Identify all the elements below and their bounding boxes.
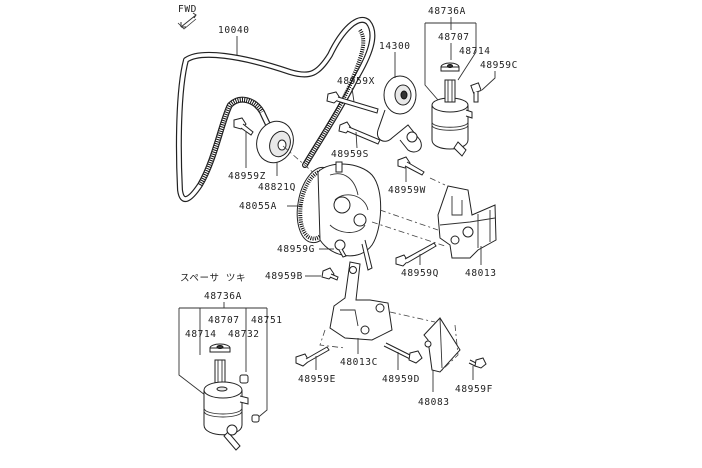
- drive-belt: [175, 17, 376, 202]
- bolt-48959e: [295, 346, 330, 367]
- label-48959q: 48959Q: [401, 268, 439, 279]
- leader-48959s: [355, 131, 358, 149]
- label-48959b: 48959B: [265, 271, 303, 282]
- leader-48959c: [481, 71, 496, 91]
- label-48959z: 48959Z: [228, 171, 266, 182]
- label-48714-top: 48714: [459, 46, 491, 57]
- spacer-note: スペーサ ツキ: [180, 273, 246, 284]
- bolt-48959d: [383, 342, 423, 364]
- reservoir-bottom: [203, 343, 260, 451]
- power-steering-pump: [296, 161, 382, 271]
- label-48959s: 48959S: [331, 149, 369, 160]
- bolt-48959w: [397, 156, 425, 176]
- leader-48736a-bottom: [178, 302, 268, 421]
- label-48959x: 48959X: [337, 76, 375, 87]
- label-48714-bottom: 48714: [185, 329, 217, 340]
- label-48707-bottom: 48707: [208, 315, 240, 326]
- label-48821q: 48821Q: [258, 182, 296, 193]
- bolt-48959x: [326, 91, 379, 114]
- tensioner-pulley: [376, 75, 422, 153]
- bolt-48959q: [395, 242, 437, 267]
- bracket-48013c: [329, 261, 393, 341]
- bolt-48959f: [468, 357, 487, 369]
- label-48736a-bottom: 48736A: [204, 291, 242, 302]
- leader-48959x: [351, 87, 355, 103]
- label-48959d: 48959D: [382, 374, 420, 385]
- bolt-48959c: [470, 82, 482, 103]
- label-10040: 10040: [218, 25, 250, 36]
- idler-pulley: [256, 120, 294, 164]
- label-48732: 48732: [228, 329, 260, 340]
- bolt-48959g: [334, 239, 347, 258]
- label-14300: 14300: [379, 41, 411, 52]
- label-48055a: 48055A: [239, 201, 277, 212]
- bracket-48083: [423, 317, 461, 373]
- label-48736a-top: 48736A: [428, 6, 466, 17]
- label-48959f: 48959F: [455, 384, 493, 395]
- label-48959g: 48959G: [277, 244, 315, 255]
- fwd-arrow-icon: FWD: [177, 4, 197, 30]
- leader-48736a-top: [424, 17, 477, 101]
- reservoir-top: [431, 62, 473, 157]
- label-48959e: 48959E: [298, 374, 336, 385]
- label-48013c: 48013C: [340, 357, 378, 368]
- bolt-48959s: [338, 121, 381, 145]
- label-48083: 48083: [418, 397, 450, 408]
- bracket-48013: [437, 185, 497, 259]
- fwd-label: FWD: [178, 4, 197, 15]
- bolt-48959z: [233, 117, 254, 136]
- label-48707-top: 48707: [438, 32, 470, 43]
- bolt-48959b: [321, 267, 339, 281]
- label-48959w: 48959W: [388, 185, 426, 196]
- label-48959c: 48959C: [480, 60, 518, 71]
- label-48013: 48013: [465, 268, 497, 279]
- label-48751: 48751: [251, 315, 283, 326]
